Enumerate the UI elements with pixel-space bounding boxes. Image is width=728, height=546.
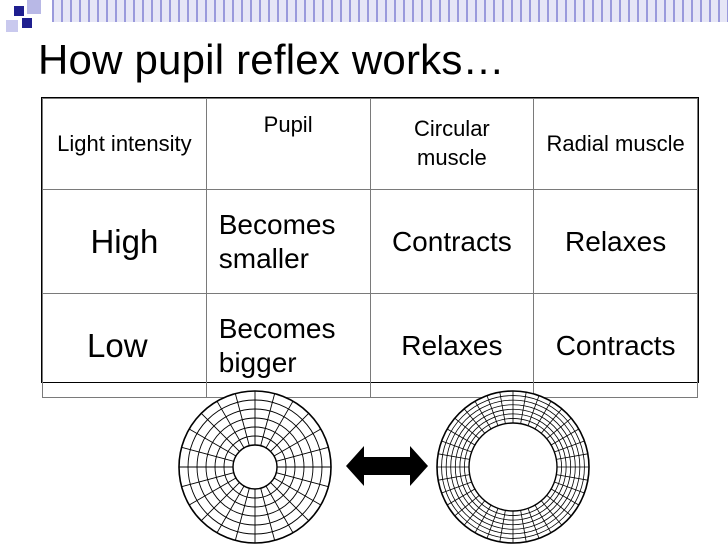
iris-diagram bbox=[178, 390, 590, 544]
cell-circular-relaxes: Relaxes bbox=[369, 293, 535, 398]
cell-pupil-bigger: Becomes bigger bbox=[205, 293, 371, 398]
header-pupil: Pupil bbox=[205, 98, 371, 190]
cell-light-high: High bbox=[42, 189, 207, 294]
iris-dilated-pupil-icon bbox=[436, 390, 590, 544]
iris-constricted-pupil-icon bbox=[178, 390, 332, 544]
cell-pupil-smaller: Becomes smaller bbox=[205, 189, 371, 294]
decorative-squares bbox=[0, 0, 60, 40]
table-row: Low Becomes bigger Relaxes Contracts bbox=[42, 293, 698, 398]
cell-radial-relaxes: Relaxes bbox=[533, 189, 698, 294]
slide-title: How pupil reflex works… bbox=[38, 36, 505, 83]
double-arrow-icon bbox=[346, 446, 428, 486]
header-light-intensity: Light intensity bbox=[42, 98, 207, 190]
table-row: High Becomes smaller Contracts Relaxes bbox=[42, 189, 698, 294]
decorative-stripes bbox=[52, 0, 728, 22]
cell-light-low: Low bbox=[42, 293, 207, 398]
decorative-header-bar bbox=[0, 0, 728, 32]
header-circular-muscle: Circular muscle bbox=[369, 98, 535, 190]
cell-radial-contracts: Contracts bbox=[533, 293, 698, 398]
cell-circular-contracts: Contracts bbox=[369, 189, 535, 294]
header-radial-muscle: Radial muscle bbox=[533, 98, 698, 190]
table-header-row: Light intensity Pupil Circular muscle Ra… bbox=[42, 98, 698, 190]
pupil-reflex-table: Light intensity Pupil Circular muscle Ra… bbox=[41, 97, 699, 398]
